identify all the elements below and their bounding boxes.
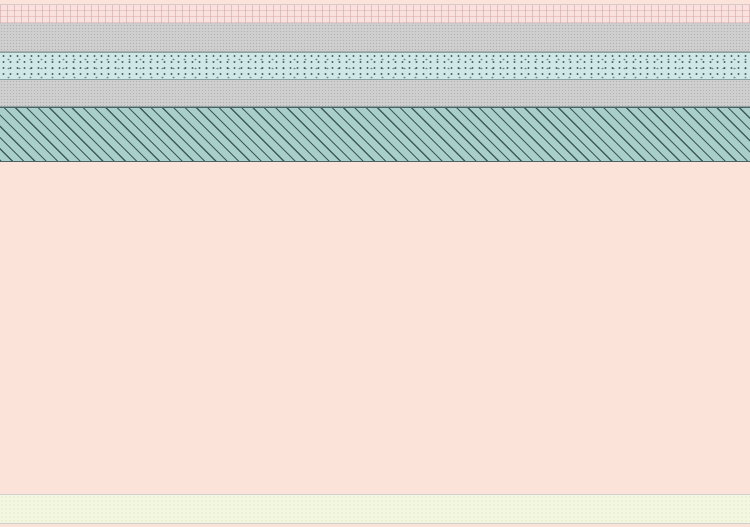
bottom-texture-band — [0, 494, 750, 524]
speckle-pattern-band — [0, 52, 750, 80]
grid-pattern-band — [0, 4, 750, 24]
diagonal-stripe-band — [0, 107, 750, 162]
blank-peach-area — [0, 162, 750, 494]
gray-texture-band-lower — [0, 80, 750, 107]
gray-texture-band-upper — [0, 24, 750, 52]
